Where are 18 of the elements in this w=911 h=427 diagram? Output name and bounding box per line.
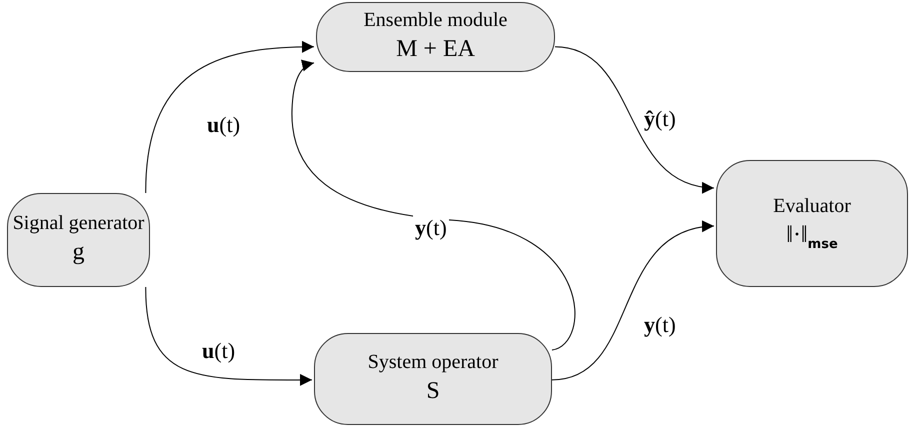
rounded-box	[7, 193, 150, 287]
arrow	[552, 222, 714, 380]
box-title: Evaluator	[773, 194, 851, 219]
arrow	[292, 60, 576, 351]
box-symbol: M + EA	[396, 35, 475, 64]
edge-label: y(t)	[413, 215, 449, 241]
arrow	[145, 41, 314, 194]
box-title: Ensemble module	[364, 8, 508, 34]
arrow	[554, 46, 714, 192]
rounded-box	[316, 2, 555, 72]
box-symbol: g	[72, 238, 84, 268]
arrow	[145, 286, 312, 386]
rounded-box	[314, 333, 552, 425]
box-title: Signal generator	[12, 211, 144, 236]
box-symbol: ‖·‖$_{mse}$	[786, 221, 838, 254]
box-title: System operator	[368, 350, 498, 376]
box-symbol: S	[426, 377, 440, 406]
rounded-box	[716, 160, 908, 287]
